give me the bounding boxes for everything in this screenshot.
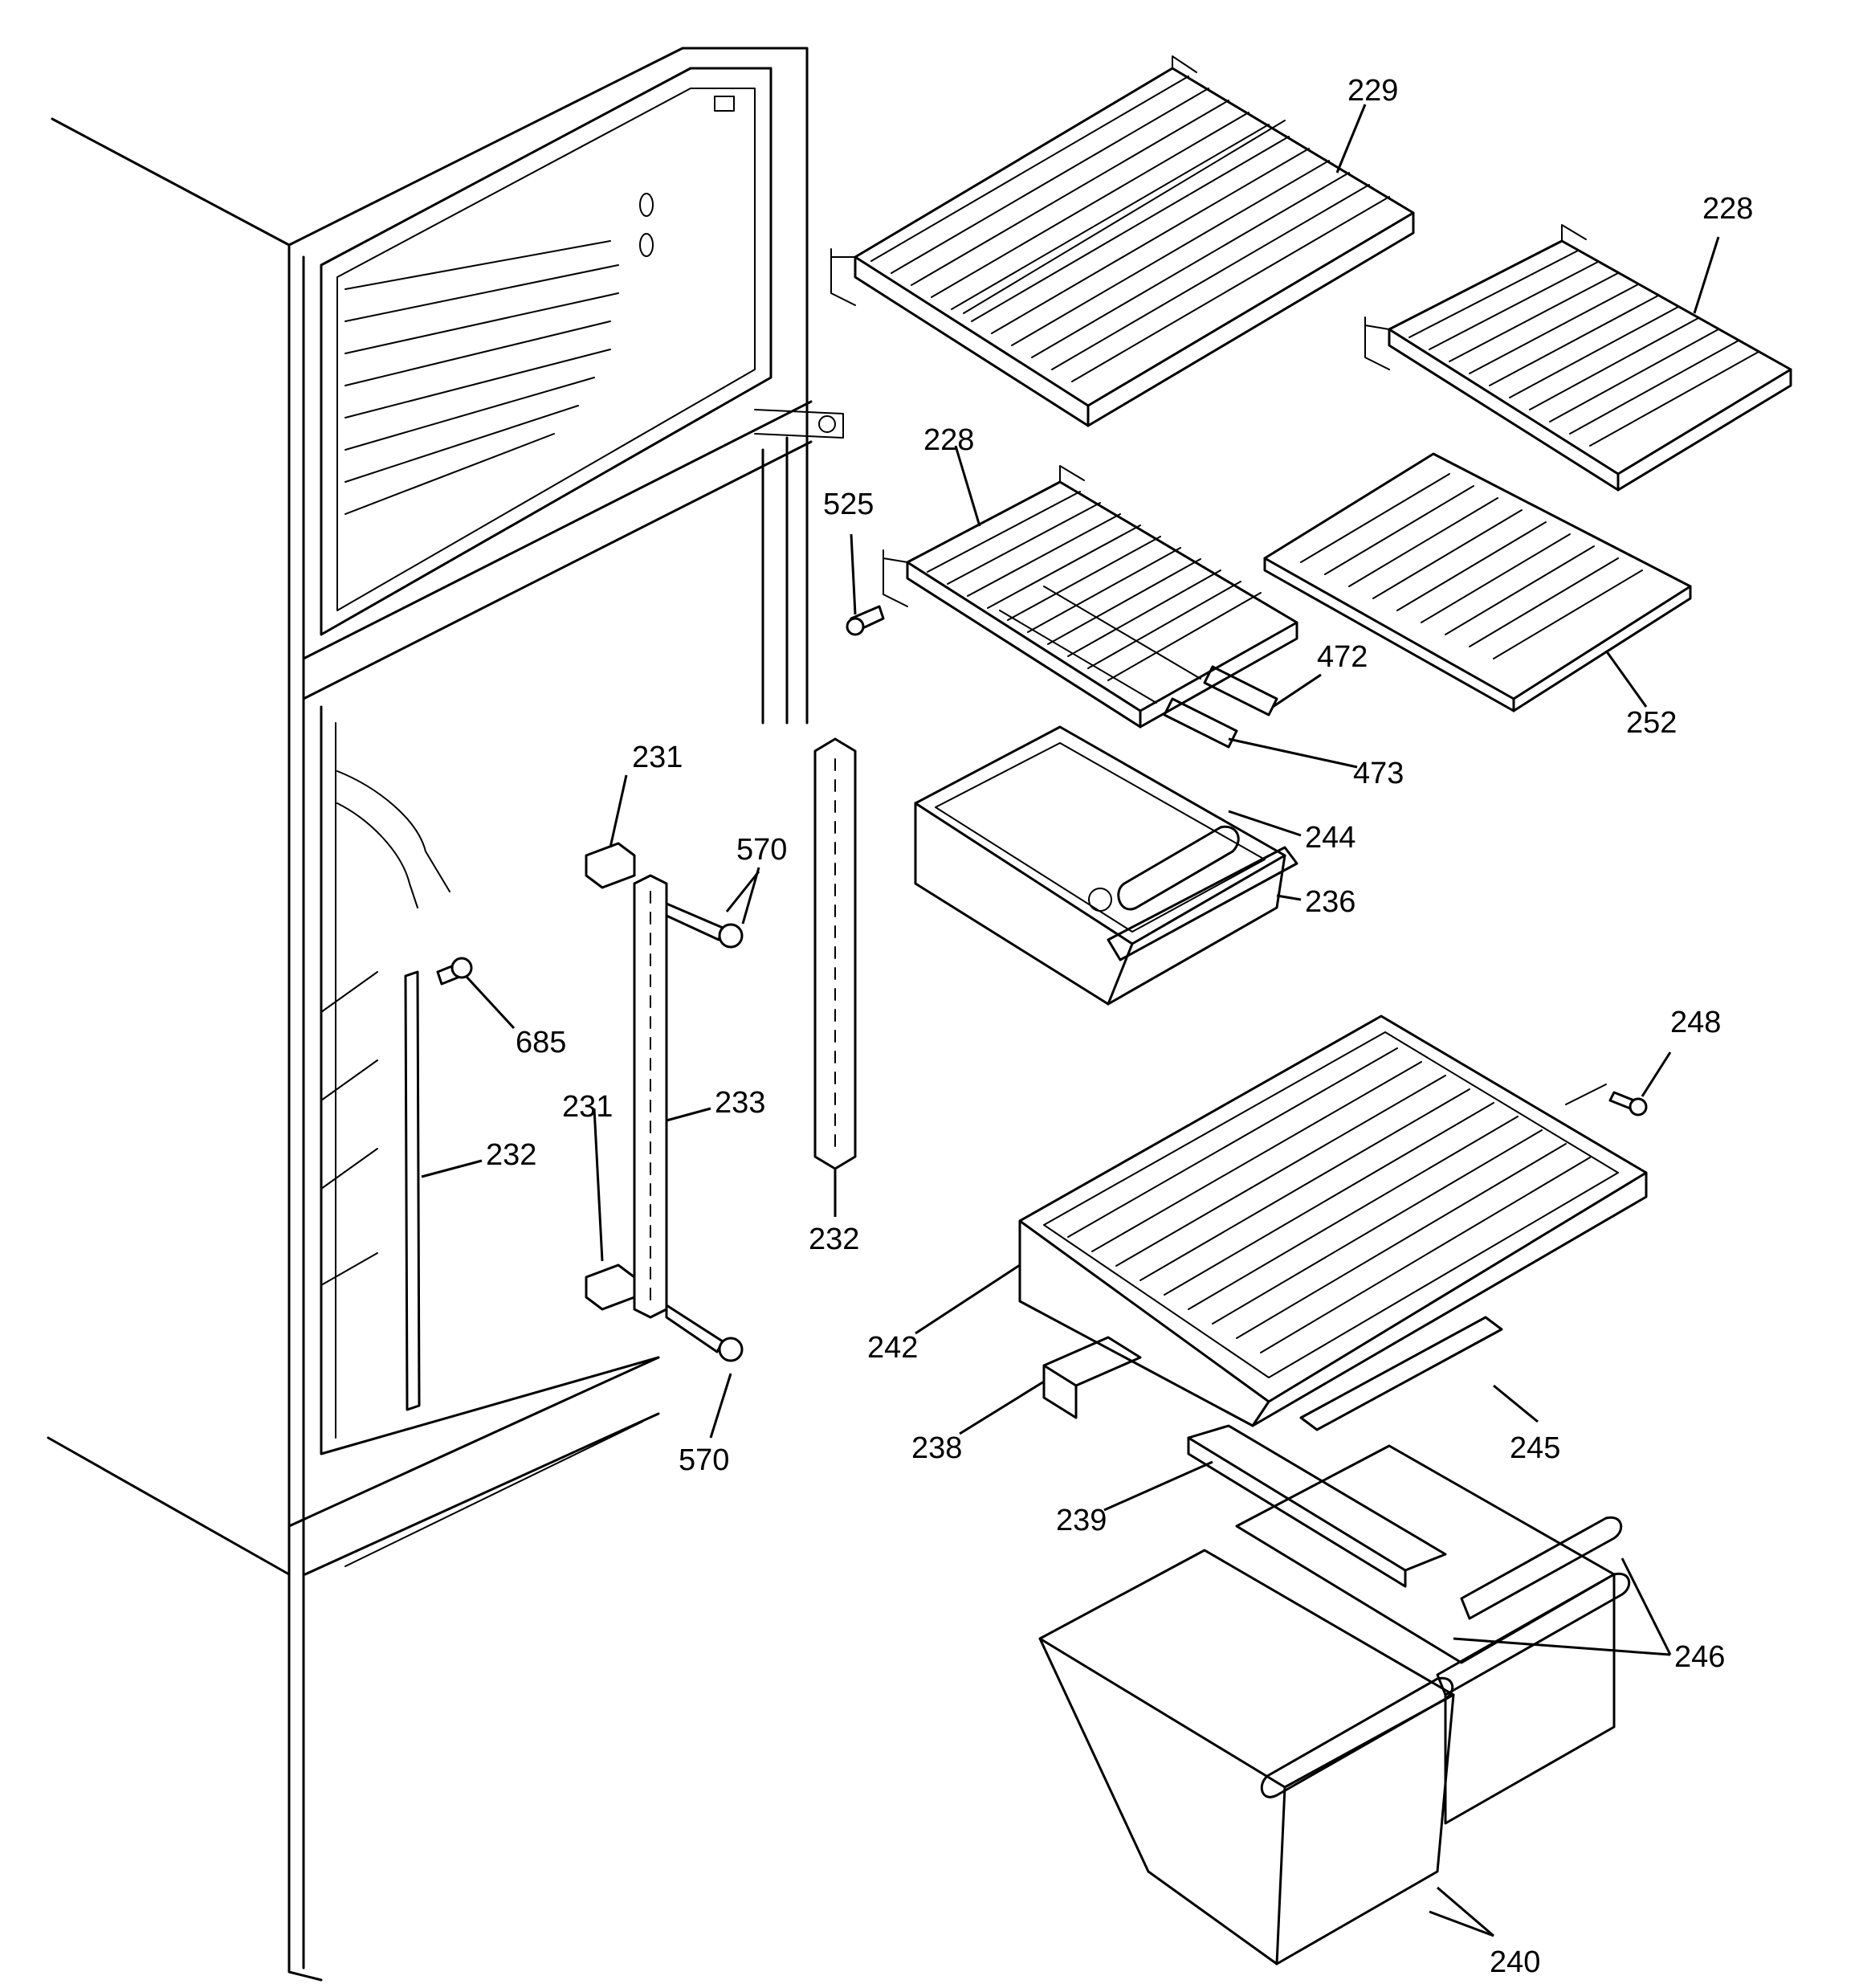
screw-570-upper — [665, 902, 744, 949]
freezer-liner-ridges — [344, 240, 619, 515]
callout-252: 252 — [1626, 706, 1677, 740]
shelf-ladder-232-left — [404, 970, 421, 1411]
crisper-pan-cover-246-right — [1436, 1516, 1631, 1696]
callout-labels: 229 228 228 525 472 473 252 231 570 244 … — [486, 74, 1753, 1979]
callout-685: 685 — [516, 1026, 566, 1059]
screw-248 — [1608, 1091, 1648, 1116]
callout-236: 236 — [1305, 885, 1355, 919]
glass-shelf-252 — [1263, 452, 1692, 712]
shelf-ladder-233 — [633, 874, 668, 1319]
rail-245 — [1299, 1316, 1503, 1431]
shelf-ladder-232-right — [813, 737, 857, 1170]
callout-232-left: 232 — [486, 1138, 536, 1172]
refrigerator-cabinet — [47, 47, 844, 1982]
crisper-divider-239 — [1187, 1424, 1447, 1588]
wire-shelf-228-middle-rods — [927, 491, 1262, 681]
crisper-cover-shelf-242 — [1018, 1014, 1648, 1427]
callout-228-upper: 228 — [1702, 192, 1753, 226]
crisper-cover-shelf-242-ribs — [1067, 1047, 1591, 1353]
callout-245: 245 — [1510, 1431, 1560, 1465]
callout-570-lower: 570 — [679, 1443, 729, 1477]
leader-lines — [421, 104, 1720, 1937]
wire-shelf-228-upper — [1364, 224, 1792, 492]
drawer-cover-244 — [1117, 825, 1240, 911]
shelf-support-231-lower — [585, 1263, 636, 1311]
frame-238 — [1042, 1336, 1142, 1419]
callout-233: 233 — [715, 1086, 765, 1120]
screw-570-lower — [665, 1304, 744, 1362]
callout-244: 244 — [1305, 821, 1355, 855]
screw-525 — [846, 605, 885, 636]
callout-239: 239 — [1056, 1504, 1107, 1537]
callout-248: 248 — [1670, 1006, 1721, 1039]
callout-228-middle: 228 — [923, 423, 974, 457]
shelf-support-231-upper — [585, 842, 636, 889]
wire-shelf-228-upper-rods — [1408, 250, 1759, 447]
shelf-slide-rail-472 — [1203, 665, 1278, 716]
callout-232-right: 232 — [809, 1223, 859, 1256]
shelf-slide-rail-473 — [1163, 697, 1238, 749]
callout-472: 472 — [1317, 640, 1368, 674]
wire-shelf-229-rods — [870, 76, 1390, 382]
callout-242: 242 — [867, 1331, 918, 1365]
callout-231-upper: 231 — [632, 741, 683, 774]
callout-473: 473 — [1353, 757, 1404, 790]
glass-shelf-252-ribs — [1300, 473, 1643, 659]
wire-shelf-228-middle — [883, 465, 1298, 729]
crisper-pan-cover-246-left — [1260, 1676, 1454, 1798]
callout-570-upper: 570 — [736, 833, 787, 867]
crisper-pan-240-left — [1038, 1549, 1455, 1966]
wire-shelf-229 — [830, 55, 1415, 427]
meat-pan-drawer-236 — [914, 725, 1298, 1006]
callout-231-lower: 231 — [562, 1090, 613, 1124]
callout-240: 240 — [1490, 1945, 1540, 1979]
callout-229: 229 — [1347, 74, 1398, 108]
callout-246: 246 — [1674, 1640, 1725, 1674]
callout-525: 525 — [823, 488, 874, 521]
screw-685 — [436, 957, 473, 986]
callout-238: 238 — [911, 1431, 962, 1465]
